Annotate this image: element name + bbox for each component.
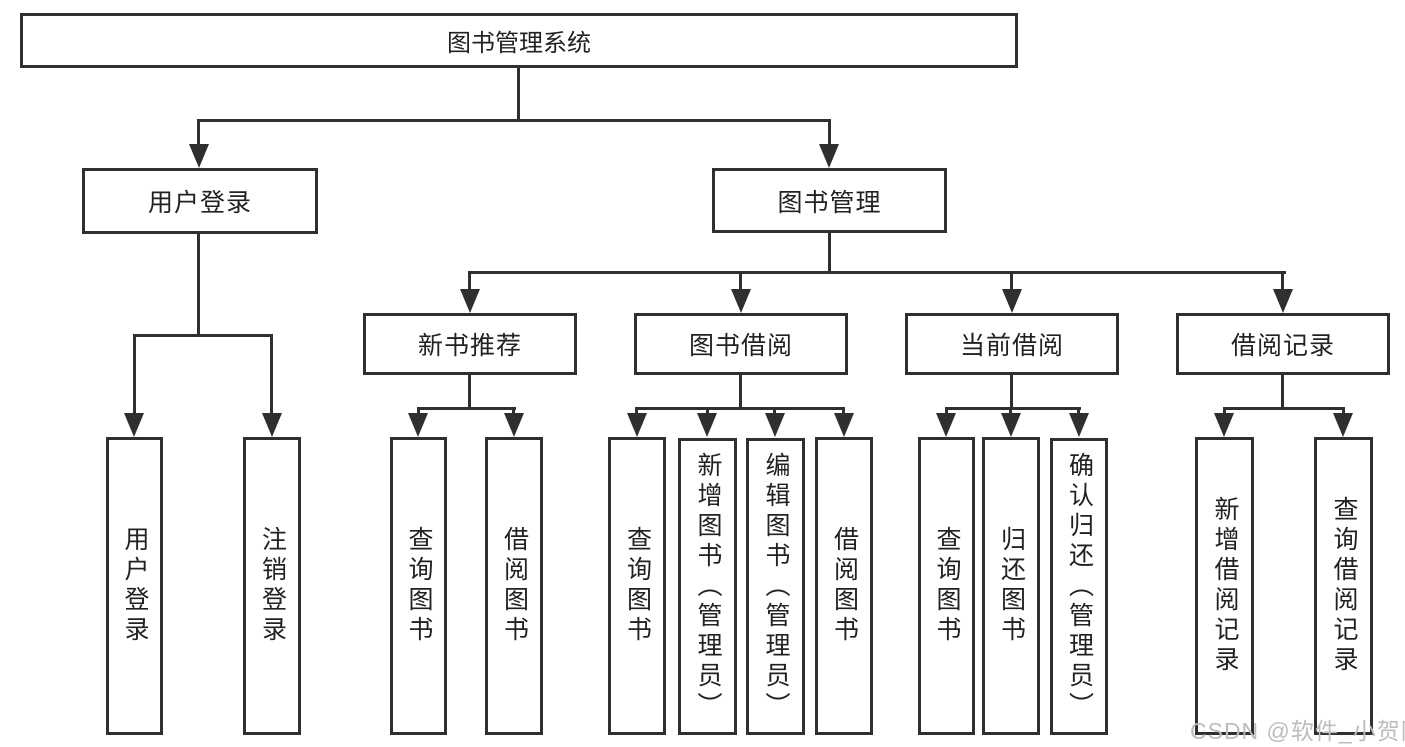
connector-line xyxy=(1223,407,1226,416)
arrowhead-down xyxy=(1333,413,1353,437)
leaf-query-books-current: 查询图书 xyxy=(918,437,975,735)
connector-line xyxy=(1009,407,1012,416)
connector-line xyxy=(828,233,831,273)
connector-line xyxy=(1281,375,1284,409)
connector-line xyxy=(739,375,742,409)
connector-line xyxy=(635,407,845,410)
leaf-logout: 注销登录 xyxy=(243,437,301,735)
leaf-borrow-books-recommend: 借阅图书 xyxy=(485,437,543,735)
arrowhead-down xyxy=(834,413,854,437)
leaf-add-borrow-record: 新增借阅记录 xyxy=(1195,437,1254,735)
leaf-confirm-return-admin: 确认归还（管理员） xyxy=(1050,438,1108,735)
connector-line xyxy=(1010,271,1013,291)
connector-line xyxy=(133,334,273,337)
connector-line xyxy=(945,407,948,416)
arrowhead-down xyxy=(819,144,839,168)
connector-line xyxy=(1010,375,1013,409)
connector-line xyxy=(468,375,471,409)
arrowhead-down xyxy=(1002,289,1022,313)
csdn-watermark: CSDN @软件_小贺同学 xyxy=(1190,718,1405,744)
node-book-management: 图书管理 xyxy=(712,168,947,233)
arrowhead-down xyxy=(504,413,524,437)
leaf-query-books-borrowing: 查询图书 xyxy=(608,437,666,735)
arrowhead-down xyxy=(697,413,717,437)
leaf-query-borrow-record: 查询借阅记录 xyxy=(1314,437,1373,735)
leaf-return-books: 归还图书 xyxy=(982,437,1040,735)
connector-line xyxy=(197,119,831,122)
leaf-edit-books-admin: 编辑图书（管理员） xyxy=(746,438,805,735)
connector-line xyxy=(270,334,273,415)
leaf-query-books-recommend: 查询图书 xyxy=(390,437,447,735)
connector-line xyxy=(517,68,520,121)
node-current-borrowing: 当前借阅 xyxy=(905,313,1119,375)
arrowhead-down xyxy=(408,413,428,437)
arrowhead-down xyxy=(936,413,956,437)
arrowhead-down xyxy=(1214,413,1234,437)
connector-line xyxy=(197,233,200,336)
node-borrowing-records: 借阅记录 xyxy=(1176,313,1390,375)
node-book-borrowing: 图书借阅 xyxy=(634,313,848,375)
arrowhead-down xyxy=(765,413,785,437)
connector-line xyxy=(1223,407,1345,410)
connector-line xyxy=(635,407,638,416)
connector-line xyxy=(417,407,420,416)
connector-line xyxy=(706,407,709,416)
connector-line xyxy=(512,407,515,416)
node-user-login-branch: 用户登录 xyxy=(82,168,318,234)
leaf-user-login: 用户登录 xyxy=(106,437,163,735)
connector-line xyxy=(1077,407,1080,416)
arrowhead-down xyxy=(1069,413,1089,437)
arrowhead-down xyxy=(189,144,209,168)
connector-line xyxy=(1342,407,1345,416)
arrowhead-down xyxy=(460,289,480,313)
node-new-book-recommendation: 新书推荐 xyxy=(363,313,577,375)
leaf-add-books-admin: 新增图书（管理员） xyxy=(678,438,737,735)
arrowhead-down xyxy=(1001,413,1021,437)
connector-line xyxy=(739,271,742,291)
arrowhead-down xyxy=(124,413,144,437)
connector-line xyxy=(828,119,831,147)
leaf-borrow-books-borrowing: 借阅图书 xyxy=(815,437,873,735)
arrowhead-down xyxy=(1273,289,1293,313)
connector-line xyxy=(417,407,516,410)
connector-line xyxy=(133,334,136,415)
connector-line xyxy=(945,407,1081,410)
arrowhead-down xyxy=(262,413,282,437)
connector-line xyxy=(842,407,845,416)
arrowhead-down xyxy=(627,413,647,437)
arrowhead-down xyxy=(731,289,751,313)
connector-line xyxy=(773,407,776,416)
connector-line xyxy=(197,119,200,147)
connector-line xyxy=(1281,271,1284,291)
node-root-library-system: 图书管理系统 xyxy=(20,13,1018,68)
connector-line xyxy=(468,271,1286,274)
connector-line xyxy=(468,271,471,291)
